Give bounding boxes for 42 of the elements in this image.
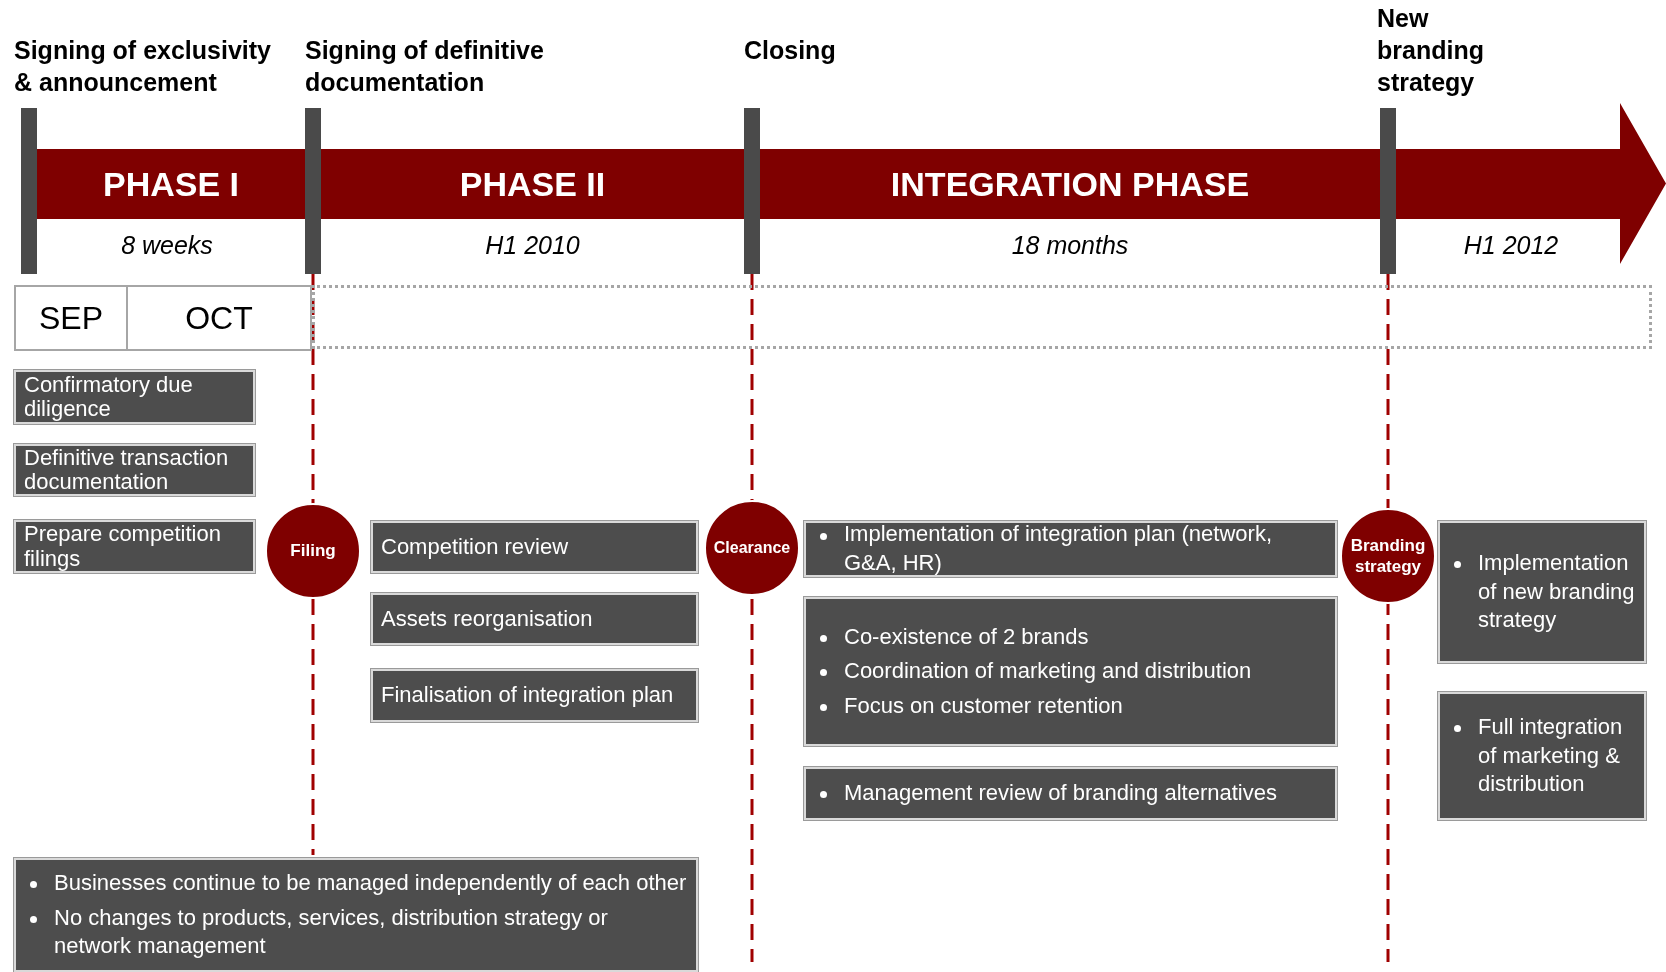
activity-box: Confirmatory due diligence xyxy=(14,370,255,424)
activity-box: Finalisation of integration plan xyxy=(371,669,698,722)
bullet-item: Full integration of marketing & distribution xyxy=(1478,713,1636,799)
phase-label: PHASE I xyxy=(37,149,305,219)
milestone-heading: Signing of definitive documentation xyxy=(305,35,545,98)
duration-label: H1 2012 xyxy=(1462,231,1560,260)
milestone-bar xyxy=(305,108,321,274)
bullet-item: Coordination of marketing and distribution xyxy=(844,657,1327,686)
milestone-circle: Filing xyxy=(265,503,361,599)
phase-label: INTEGRATION PHASE xyxy=(760,149,1380,219)
milestone-bar xyxy=(1380,108,1396,274)
milestone-bar xyxy=(21,108,37,274)
bullet-item: Businesses continue to be managed independently of each other xyxy=(54,869,688,898)
month-label: SEP xyxy=(14,285,128,351)
activity-box: Definitive transaction documentation xyxy=(14,444,255,496)
duration-label: 8 weeks xyxy=(120,231,214,260)
milestone-circle: Branding strategy xyxy=(1340,508,1436,604)
milestone-circle: Clearance xyxy=(704,500,800,596)
bullet-item: Management review of branding alternatives xyxy=(844,779,1327,808)
duration-label: H1 2010 xyxy=(484,231,581,260)
bullet-item: Implementation of new branding strategy xyxy=(1478,549,1636,635)
bullet-item: Co-existence of 2 brands xyxy=(844,622,1327,652)
milestone-bar xyxy=(744,108,760,274)
bullet-item: Focus on customer retention xyxy=(844,691,1327,721)
bullet-list-box xyxy=(804,767,1337,820)
milestone-heading: New branding strategy xyxy=(1377,3,1485,98)
arrowhead-band xyxy=(1396,103,1666,264)
milestone-heading: Closing xyxy=(744,35,837,66)
bullet-list-box xyxy=(1438,521,1646,663)
month-label: OCT xyxy=(126,285,312,351)
bullet-list-box xyxy=(14,858,698,972)
phase-label: PHASE II xyxy=(321,149,744,219)
dotted-timeline-box xyxy=(312,285,1652,349)
duration-label: 18 months xyxy=(1010,231,1130,260)
bullet-list-box xyxy=(804,597,1337,746)
bullet-item: No changes to products, services, distribution strategy or network management xyxy=(54,903,688,961)
activity-box: Prepare competition filings xyxy=(14,520,255,573)
activity-box: Assets reorganisation xyxy=(371,593,698,645)
milestone-heading: Signing of exclusivity & announcement xyxy=(14,35,272,98)
activity-box: Competition review xyxy=(371,521,698,573)
bullet-list-box xyxy=(1438,692,1646,820)
bullet-item: Implementation of integration plan (network, G&A, HR) xyxy=(844,520,1327,578)
